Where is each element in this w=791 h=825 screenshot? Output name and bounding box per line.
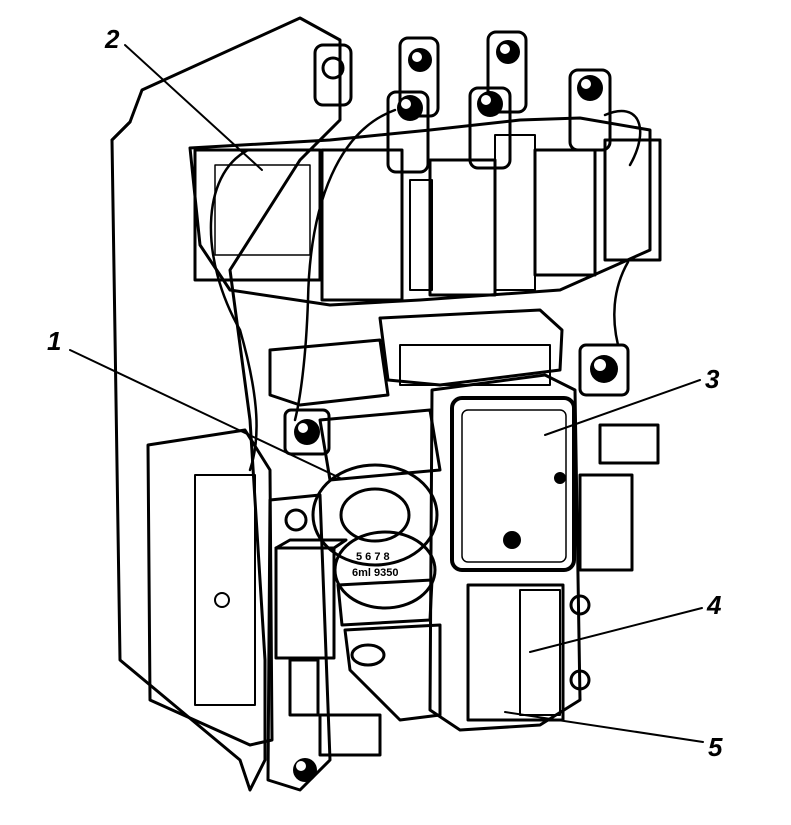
- terminal-stud: [578, 343, 630, 397]
- terminal-stud: [486, 30, 528, 114]
- callout-3: 3: [705, 364, 720, 394]
- terminal-stud: [569, 669, 591, 691]
- mounting-plate: [110, 16, 342, 792]
- terminal-stud: [569, 594, 591, 616]
- leader-line-1: [69, 349, 341, 479]
- toroidal-coil: [311, 408, 442, 567]
- dial-label-bottom: 6ml 9350: [352, 567, 398, 579]
- cover-housing: [428, 373, 582, 732]
- callout-leaders: [69, 44, 704, 743]
- dial-label-top: 5 6 7 8: [356, 551, 390, 563]
- terminal-stud: [468, 86, 512, 170]
- leader-line-4: [529, 607, 703, 653]
- scale-dial: 5 6 7 8 6ml 9350: [333, 530, 437, 627]
- callout-4: 4: [706, 590, 722, 620]
- terminal-stud: [284, 508, 308, 532]
- terminal-stud: [386, 90, 430, 174]
- terminal-stud: [598, 423, 660, 465]
- callout-2: 2: [104, 24, 120, 54]
- coil-bracket: [343, 623, 442, 722]
- terminal-studs-side: [283, 343, 660, 465]
- left-winding-block: [146, 428, 274, 747]
- callout-5: 5: [708, 732, 723, 762]
- terminal-stud: [293, 758, 317, 782]
- contact-block-top: [188, 116, 662, 307]
- leader-line-5: [504, 711, 704, 743]
- leader-line-2: [124, 44, 263, 171]
- lower-bracket: [266, 493, 382, 792]
- armature: [268, 308, 564, 407]
- callout-1: 1: [47, 326, 61, 356]
- terminal-stud: [568, 68, 612, 152]
- callout-labels: 1 2 3 4 5: [47, 24, 723, 762]
- terminal-stud: [313, 43, 353, 107]
- terminal-stud: [283, 408, 331, 456]
- wires: [209, 108, 642, 472]
- leader-line-3: [544, 379, 701, 436]
- lower-window: [466, 473, 634, 722]
